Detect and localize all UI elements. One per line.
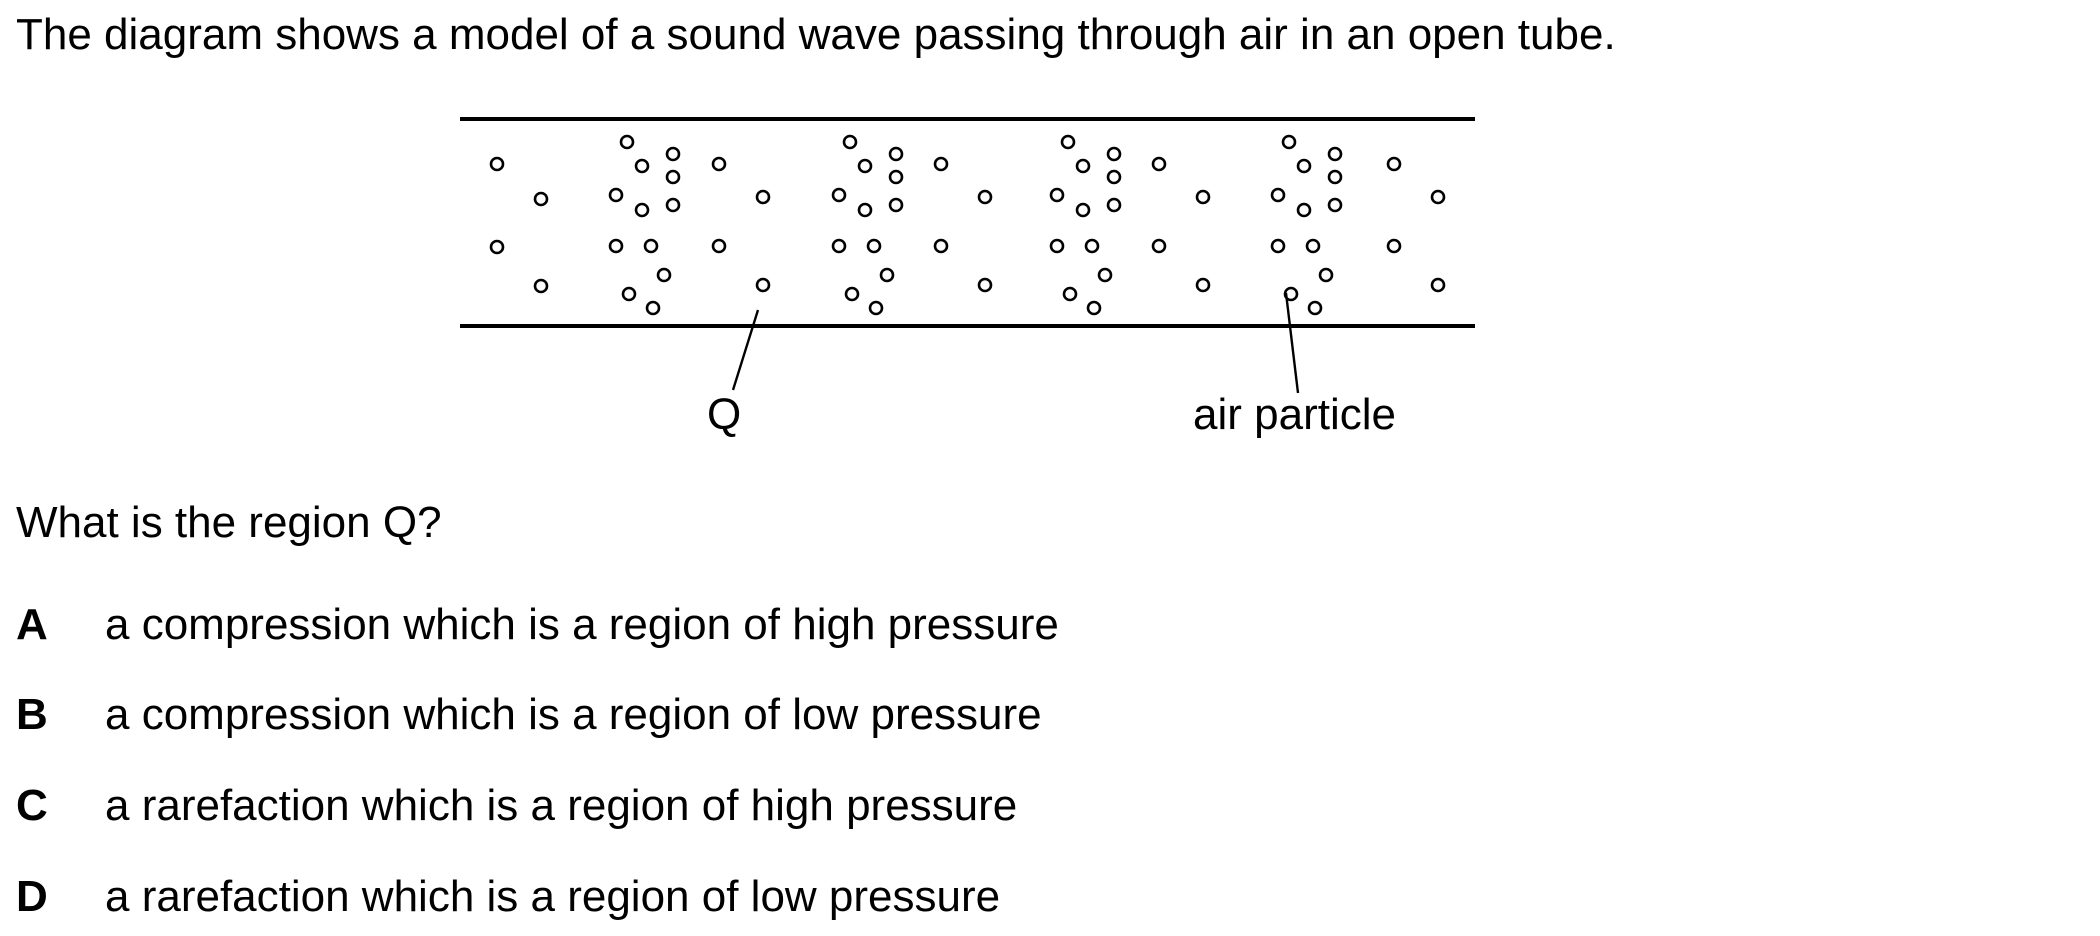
- air-particle: [1049, 238, 1065, 254]
- air-particle: [619, 134, 635, 150]
- air-particle: [1060, 134, 1076, 150]
- air-particle: [933, 238, 949, 254]
- air-particle: [857, 202, 873, 218]
- air-particle: [533, 278, 549, 294]
- air-particle: [1195, 277, 1211, 293]
- q-pointer-line: [731, 309, 760, 391]
- air-particles: [489, 134, 1446, 316]
- air-particle: [665, 146, 681, 162]
- air-particle: [1327, 169, 1343, 185]
- air-particle: [977, 189, 993, 205]
- air-particle: [844, 286, 860, 302]
- air-particle: [755, 189, 771, 205]
- air-particle: [711, 238, 727, 254]
- air-particle-pointer-line: [1284, 292, 1300, 394]
- air-particle: [1075, 202, 1091, 218]
- air-particle: [1305, 238, 1321, 254]
- air-particle: [1106, 146, 1122, 162]
- air-particle: [933, 156, 949, 172]
- air-particle: [1296, 158, 1312, 174]
- option-text: a compression which is a region of high …: [105, 600, 1059, 649]
- air-particle: [1075, 158, 1091, 174]
- air-particle: [1430, 189, 1446, 205]
- air-particle: [533, 191, 549, 207]
- air-particle: [866, 238, 882, 254]
- air-particle: [977, 277, 993, 293]
- air-particle: [1097, 267, 1113, 283]
- air-particle: [888, 197, 904, 213]
- air-particle: [879, 267, 895, 283]
- air-particle: [1307, 300, 1323, 316]
- air-particle: [608, 238, 624, 254]
- air-particle-label: air particle: [1193, 390, 1396, 439]
- air-particle: [1049, 187, 1065, 203]
- air-particle: [831, 187, 847, 203]
- option-letter: D: [16, 872, 48, 921]
- air-particle: [621, 286, 637, 302]
- air-particle: [645, 300, 661, 316]
- air-particle: [665, 169, 681, 185]
- question-stem: The diagram shows a model of a sound wav…: [16, 10, 1616, 59]
- air-particle: [1151, 156, 1167, 172]
- air-particle: [643, 238, 659, 254]
- air-particle: [1086, 300, 1102, 316]
- air-particle: [1430, 277, 1446, 293]
- air-particle: [1106, 197, 1122, 213]
- air-particle: [634, 158, 650, 174]
- air-particle: [1270, 187, 1286, 203]
- air-particle: [634, 202, 650, 218]
- air-particle: [755, 277, 771, 293]
- air-particle: [711, 156, 727, 172]
- air-particle: [1151, 238, 1167, 254]
- air-particle: [888, 169, 904, 185]
- air-particle: [1327, 146, 1343, 162]
- air-particle: [489, 156, 505, 172]
- air-particle: [1281, 134, 1297, 150]
- air-particle: [665, 197, 681, 213]
- option-letter: B: [16, 690, 48, 739]
- air-particle: [1195, 189, 1211, 205]
- air-particle: [868, 300, 884, 316]
- option-letter: C: [16, 781, 48, 830]
- air-particle: [857, 158, 873, 174]
- region-q-label: Q: [707, 390, 742, 439]
- air-particle: [489, 239, 505, 255]
- air-particle: [888, 146, 904, 162]
- air-particle: [1318, 267, 1334, 283]
- option-text: a rarefaction which is a region of low p…: [105, 872, 1001, 921]
- air-particle: [1296, 202, 1312, 218]
- air-particle: [1106, 169, 1122, 185]
- air-particle: [656, 267, 672, 283]
- option-text: a rarefaction which is a region of high …: [105, 781, 1018, 830]
- air-particle: [608, 187, 624, 203]
- air-particle: [1084, 238, 1100, 254]
- option-letter: A: [16, 600, 48, 649]
- air-particle: [1327, 197, 1343, 213]
- question-text: What is the region Q?: [16, 498, 442, 547]
- option-text: a compression which is a region of low p…: [105, 690, 1042, 739]
- air-particle: [1386, 238, 1402, 254]
- air-particle: [1062, 286, 1078, 302]
- air-particle: [842, 134, 858, 150]
- air-particle: [1386, 156, 1402, 172]
- air-particle: [1270, 238, 1286, 254]
- air-particle: [831, 238, 847, 254]
- sound-wave-tube-diagram: [460, 117, 1475, 394]
